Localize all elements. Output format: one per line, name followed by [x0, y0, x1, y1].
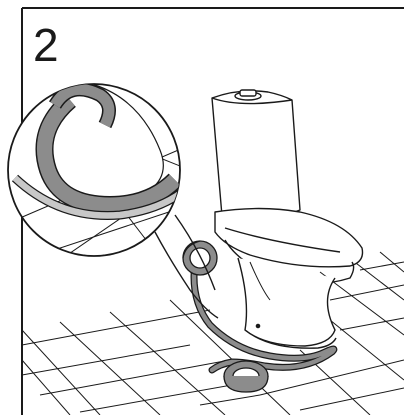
magnifier-detail-icon — [7, 83, 219, 319]
step-number: 2 — [33, 19, 59, 71]
seal-tape-roll-icon — [182, 240, 218, 276]
seal-tape-roll-floor-icon — [223, 360, 269, 393]
floor-tiles — [21, 251, 404, 415]
toilet-icon — [211, 89, 364, 349]
